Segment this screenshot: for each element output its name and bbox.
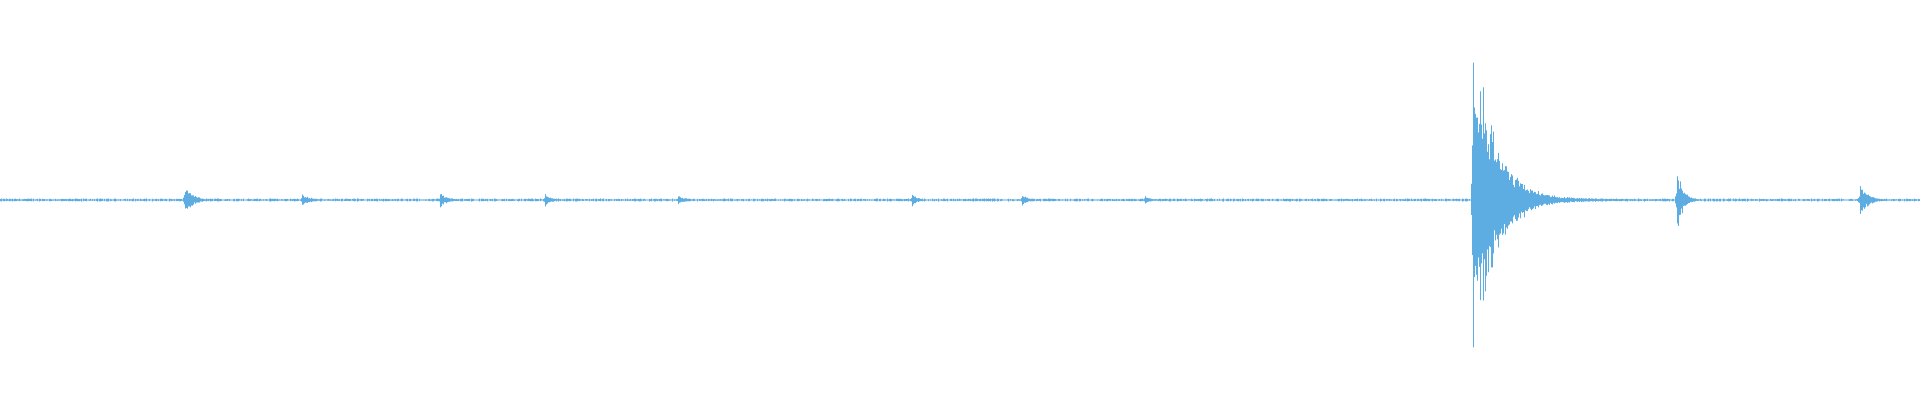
waveform bbox=[0, 62, 1920, 348]
